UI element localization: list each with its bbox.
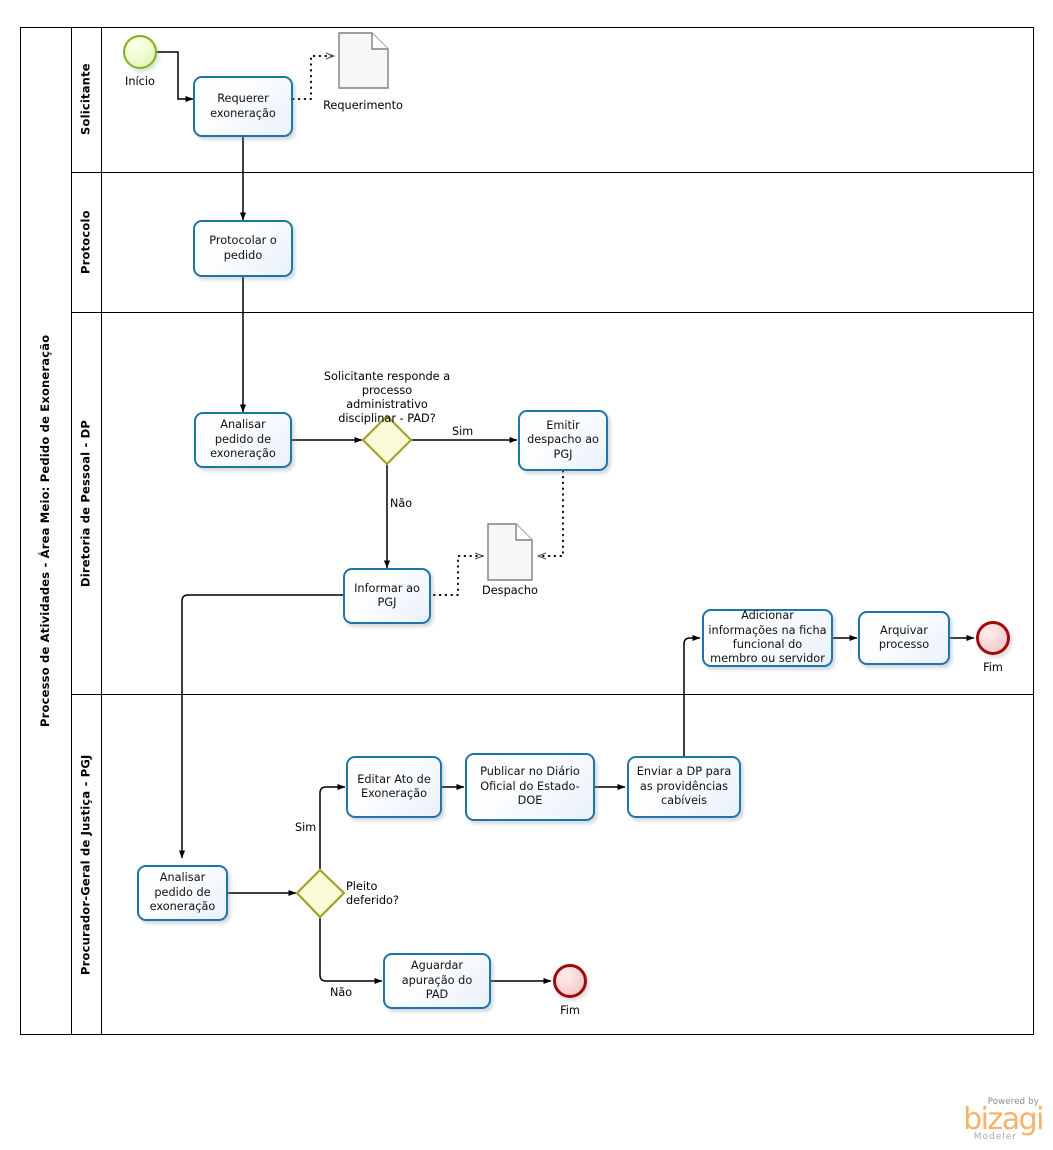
bizagi-product-label: Modeler [973, 1132, 1017, 1142]
document-requerimento-label: Requerimento [323, 99, 403, 112]
bizagi-wordmark: bizagi [963, 1101, 1044, 1137]
end-event-fim-dp[interactable] [976, 621, 1010, 655]
pool-frame [20, 27, 1034, 1035]
end-event-fim-dp-label: Fim [983, 661, 1003, 674]
pool-title-separator [71, 27, 73, 1035]
gateway-pad-label: Solicitante responde a processo administ… [323, 370, 451, 426]
lane-separator-1 [71, 172, 1034, 174]
task-emitir-despacho-pgj[interactable]: Emitir despacho ao PGJ [518, 410, 608, 471]
flow-label-pad-nao: Não [390, 497, 413, 510]
bizagi-branding: Powered by bizagi Modeler [925, 1097, 1045, 1143]
flow-label-pad-sim: Sim [452, 425, 474, 438]
task-enviar-dp[interactable]: Enviar a DP para as providências cabívei… [627, 756, 741, 818]
task-publicar-doe[interactable]: Publicar no Diário Oficial do Estado- DO… [465, 753, 595, 821]
start-event-inicio-label: Início [125, 75, 155, 88]
task-arquivar-processo[interactable]: Arquivar processo [858, 611, 950, 665]
lane-title-separator [101, 27, 103, 1035]
task-protocolar-pedido[interactable]: Protocolar o pedido [193, 220, 293, 277]
gateway-pleito-label: Pleito deferido? [346, 880, 399, 908]
flow-label-pleito-nao: Não [330, 986, 353, 999]
document-despacho-label: Despacho [482, 584, 538, 597]
task-analisar-pedido-dp[interactable]: Analisar pedido de exoneração [194, 412, 292, 468]
flow-label-pleito-sim: Sim [295, 821, 317, 834]
end-event-fim-pgj-label: Fim [560, 1004, 580, 1017]
powered-by-label: Powered by [987, 1096, 1039, 1107]
start-event-inicio[interactable] [123, 35, 157, 69]
task-analisar-pedido-pgj[interactable]: Analisar pedido de exoneração [137, 865, 228, 921]
task-adicionar-informacoes[interactable]: Adicionar informações na ficha funcional… [702, 609, 833, 667]
task-requerer-exoneracao[interactable]: Requerer exoneração [193, 76, 293, 137]
task-editar-ato-exoneracao[interactable]: Editar Ato de Exoneração [346, 756, 442, 818]
end-event-fim-pgj[interactable] [553, 964, 587, 998]
task-aguardar-apuracao-pad[interactable]: Aguardar apuração do PAD [383, 953, 491, 1009]
lane-separator-3 [71, 694, 1034, 696]
lane-separator-2 [71, 312, 1034, 314]
task-informar-pgj[interactable]: Informar ao PGJ [343, 568, 431, 624]
